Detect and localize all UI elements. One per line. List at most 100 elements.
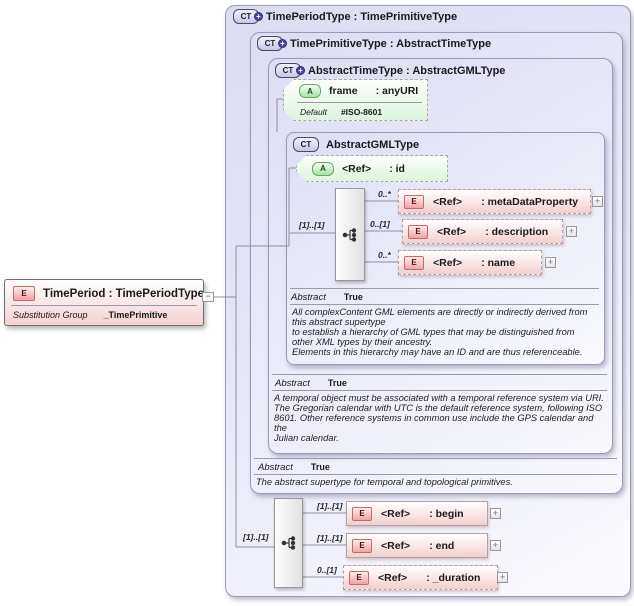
divider (290, 304, 599, 305)
ct-label: CT (282, 66, 294, 75)
attribute-id[interactable]: A <Ref> : id (296, 155, 448, 182)
multiplicity-label: 0..* (378, 189, 391, 199)
derivation-plus-icon: + (278, 39, 287, 48)
attribute-frame[interactable]: A frame : anyURI Default #ISO-8601 (283, 79, 428, 121)
element-icon: E (404, 194, 424, 209)
abstract-row: Abstract True (258, 462, 330, 473)
default-row: Default #ISO-8601 (300, 107, 382, 117)
annotation-text: The abstract supertype for temporal and … (256, 477, 513, 487)
header-timeprimitivetype: CT + TimePrimitiveType : AbstractTimeTyp… (257, 36, 491, 51)
derivation-plus-icon: + (254, 12, 263, 21)
abstract-label: Abstract (291, 292, 326, 303)
substitution-group-row: Substitution Group _TimePrimitive (13, 310, 167, 320)
divider (254, 474, 617, 475)
abstract-value: True (343, 292, 363, 302)
type-title: TimePeriodType : TimePrimitiveType (266, 10, 458, 23)
element-title: TimePeriod : TimePeriodType (43, 287, 205, 300)
attribute-icon: A (299, 84, 321, 98)
ct-label: CT (264, 39, 276, 48)
divider (254, 458, 617, 459)
divider (11, 305, 197, 306)
ct-label: CT (300, 140, 312, 149)
element-icon: E (408, 224, 428, 239)
expand-button[interactable]: + (497, 572, 508, 583)
multiplicity-label: 0..[1] (317, 565, 337, 575)
sequence-compositor (335, 188, 365, 281)
type-title: TimePrimitiveType : AbstractTimeType (290, 37, 492, 50)
abstract-value: True (327, 378, 347, 388)
element-ref: <Ref> (381, 507, 411, 520)
abstract-label: Abstract (275, 378, 310, 389)
element-ref: <Ref> (381, 539, 411, 552)
attribute-name: frame (329, 85, 358, 97)
substitution-group-label: Substitution Group (13, 310, 88, 320)
element-type: : end (429, 539, 455, 552)
annotation-text: A temporal object must be associated wit… (274, 393, 604, 443)
attribute-type: : anyURI (375, 85, 419, 97)
element-ref: <Ref> (437, 225, 467, 238)
complextype-icon: CT + (257, 36, 287, 51)
multiplicity-label: [1]..[1] (317, 501, 343, 511)
element-name[interactable]: E <Ref> : name (398, 250, 542, 275)
divider (290, 288, 599, 289)
sequence-icon (281, 536, 295, 550)
attribute-name: <Ref> (342, 162, 372, 175)
element-ref: <Ref> (433, 256, 463, 269)
element-type: : begin (429, 507, 464, 520)
header-timeperiodtype: CT + TimePeriodType : TimePrimitiveType (233, 9, 457, 24)
element-icon: E (352, 506, 372, 521)
element-type: : description (485, 225, 549, 238)
element-begin[interactable]: E <Ref> : begin (346, 501, 488, 526)
divider (297, 102, 422, 103)
expand-button[interactable]: + (592, 196, 603, 207)
attribute-icon: A (312, 162, 334, 176)
abstract-row: Abstract True (275, 378, 347, 389)
sequence-compositor (274, 498, 303, 588)
derivation-plus-icon: + (296, 66, 305, 75)
default-label: Default (300, 107, 327, 117)
multiplicity-label: 0..[1] (370, 219, 390, 229)
sequence-icon (342, 227, 357, 242)
element-icon: E (349, 570, 369, 585)
element-type: : name (481, 256, 516, 269)
element-description[interactable]: E <Ref> : description (402, 219, 563, 244)
element-ref: <Ref> (433, 195, 463, 208)
divider (272, 374, 607, 375)
element-metadataproperty[interactable]: E <Ref> : metaDataProperty (398, 189, 591, 214)
multiplicity-label: [1]..[1] (243, 532, 269, 542)
attribute-id-row: A <Ref> : id (297, 156, 447, 181)
element-timeperiod[interactable]: E TimePeriod : TimePeriodType Substituti… (4, 279, 204, 326)
element-duration[interactable]: E <Ref> : _duration (343, 565, 498, 590)
expand-button[interactable]: + (566, 226, 577, 237)
expand-button[interactable]: + (490, 540, 501, 551)
attribute-frame-row: A frame : anyURI (284, 80, 427, 102)
element-end[interactable]: E <Ref> : end (346, 533, 488, 558)
abstract-row: Abstract True (291, 292, 363, 303)
element-ref: <Ref> (378, 571, 408, 584)
annotation-text: All complexContent GML elements are dire… (292, 307, 588, 357)
expand-button[interactable]: + (545, 257, 556, 268)
header-abstracttimetype: CT + AbstractTimeType : AbstractGMLType (275, 63, 505, 78)
collapse-toggle[interactable]: − (202, 292, 214, 302)
complextype-icon: CT + (233, 9, 263, 24)
type-title: AbstractTimeType : AbstractGMLType (308, 64, 506, 77)
default-value: #ISO-8601 (340, 107, 383, 117)
complextype-icon: CT (293, 137, 319, 152)
multiplicity-label: [1]..[1] (317, 533, 343, 543)
expand-button[interactable]: + (490, 508, 501, 519)
element-timeperiod-header: E TimePeriod : TimePeriodType (13, 286, 204, 301)
type-title: AbstractGMLType (326, 138, 420, 151)
attribute-type: : id (389, 162, 405, 175)
abstract-label: Abstract (258, 462, 293, 473)
divider (272, 390, 607, 391)
element-icon: E (13, 286, 35, 301)
element-type: : _duration (426, 571, 481, 584)
element-type: : metaDataProperty (481, 195, 579, 208)
header-abstractgmltype: CT AbstractGMLType (293, 137, 419, 152)
substitution-group-value: _TimePrimitive (103, 310, 168, 320)
multiplicity-label: 0..* (378, 250, 391, 260)
multiplicity-label: [1]..[1] (299, 220, 325, 230)
abstract-value: True (310, 462, 330, 472)
element-icon: E (352, 538, 372, 553)
